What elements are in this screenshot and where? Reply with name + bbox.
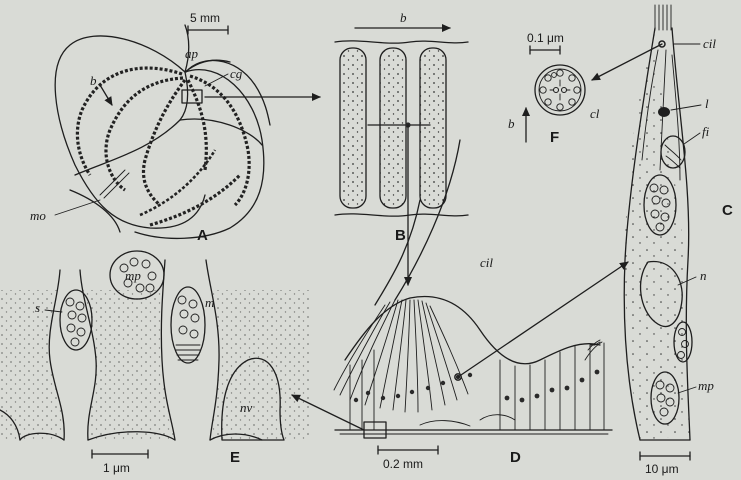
label-ap: ap	[185, 46, 199, 61]
label-m: m	[205, 295, 214, 310]
label-b-f: b	[508, 116, 515, 131]
panel-letter-f: F	[550, 129, 559, 146]
label-cg: cg	[230, 66, 243, 81]
label-fi: fi	[702, 124, 710, 139]
label-mp-e: mp	[125, 268, 141, 283]
label-s: s	[35, 300, 40, 315]
tissue-stipple	[0, 290, 310, 440]
label-cl: cl	[590, 106, 600, 121]
scale-label-e: 1 μm	[103, 461, 130, 475]
panel-letter-c: C	[722, 202, 733, 219]
label-mp-c: mp	[698, 378, 714, 393]
comb-plate-2	[380, 48, 406, 208]
lipid-droplet	[658, 107, 670, 117]
label-b-b: b	[400, 10, 407, 25]
comb-plate-3	[420, 48, 446, 208]
scale-label-c: 10 μm	[645, 462, 679, 476]
scale-bar-f: 0.1 μm	[527, 31, 564, 54]
comb-plate-1	[340, 48, 366, 208]
panel-letter-b: B	[395, 227, 406, 244]
panel-letter-a: A	[197, 227, 208, 244]
scale-label-d: 0.2 mm	[383, 457, 423, 471]
panel-letter-e: E	[230, 449, 240, 466]
label-l: l	[705, 96, 709, 111]
panel-letter-d: D	[510, 449, 521, 466]
label-nv: nv	[240, 400, 253, 415]
label-cil-d: cil	[480, 255, 493, 270]
label-cil-c: cil	[703, 36, 716, 51]
scale-label-a: 5 mm	[190, 11, 220, 25]
scale-label-f: 0.1 μm	[527, 31, 564, 45]
label-mo: mo	[30, 208, 46, 223]
label-n: n	[700, 268, 707, 283]
label-b-a: b	[90, 73, 97, 88]
